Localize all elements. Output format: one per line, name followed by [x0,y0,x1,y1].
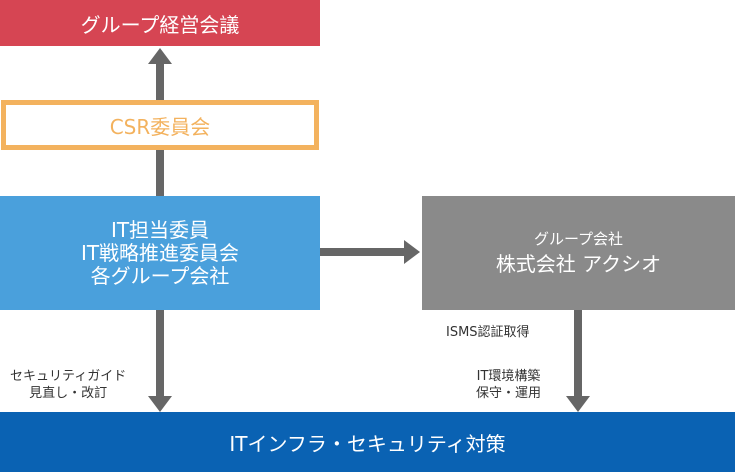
infra-build-label: IT環境構築 保守・運用 [476,368,541,402]
security-guide-line-1: セキュリティガイド [10,369,127,384]
infra-build-line-2: 保守・運用 [476,386,542,401]
csr-committee-box: CSR委員会 [1,100,319,150]
group-management-meeting-label: グループ経営会議 [80,12,240,37]
security-guide-line-2: 見直し・改訂 [29,386,108,401]
arrow-down-to-infra [148,310,172,412]
arrow-axio-down-to-infra [566,310,590,412]
it-infra-security-label: ITインフラ・セキュリティ対策 [229,431,506,456]
security-guide-label: セキュリティガイド 見直し・改訂 [10,368,126,402]
isms-label-text: ISMS認証取得 [446,325,530,340]
csr-committee-label: CSR委員会 [109,114,211,139]
group-companies-label: 各グループ会社 [90,263,230,288]
arrow-right-to-axio [320,240,420,264]
it-infra-security-box: ITインフラ・セキュリティ対策 [0,412,735,472]
group-company-label: グループ会社 [533,230,624,248]
isms-label: ISMS認証取得 [446,324,530,341]
axio-name-label: 株式会社 アクシオ [495,252,662,276]
it-strategy-committee-box: IT担当委員 IT戦略推進委員会 各グループ会社 [0,196,320,310]
group-management-meeting-box: グループ経営会議 [0,0,320,46]
axio-company-box: グループ会社 株式会社 アクシオ [422,196,735,310]
it-strategy-committee-label: IT戦略推進委員会 [80,240,240,265]
it-officer-label: IT担当委員 [110,217,210,242]
infra-build-line-1: IT環境構築 [476,369,541,384]
